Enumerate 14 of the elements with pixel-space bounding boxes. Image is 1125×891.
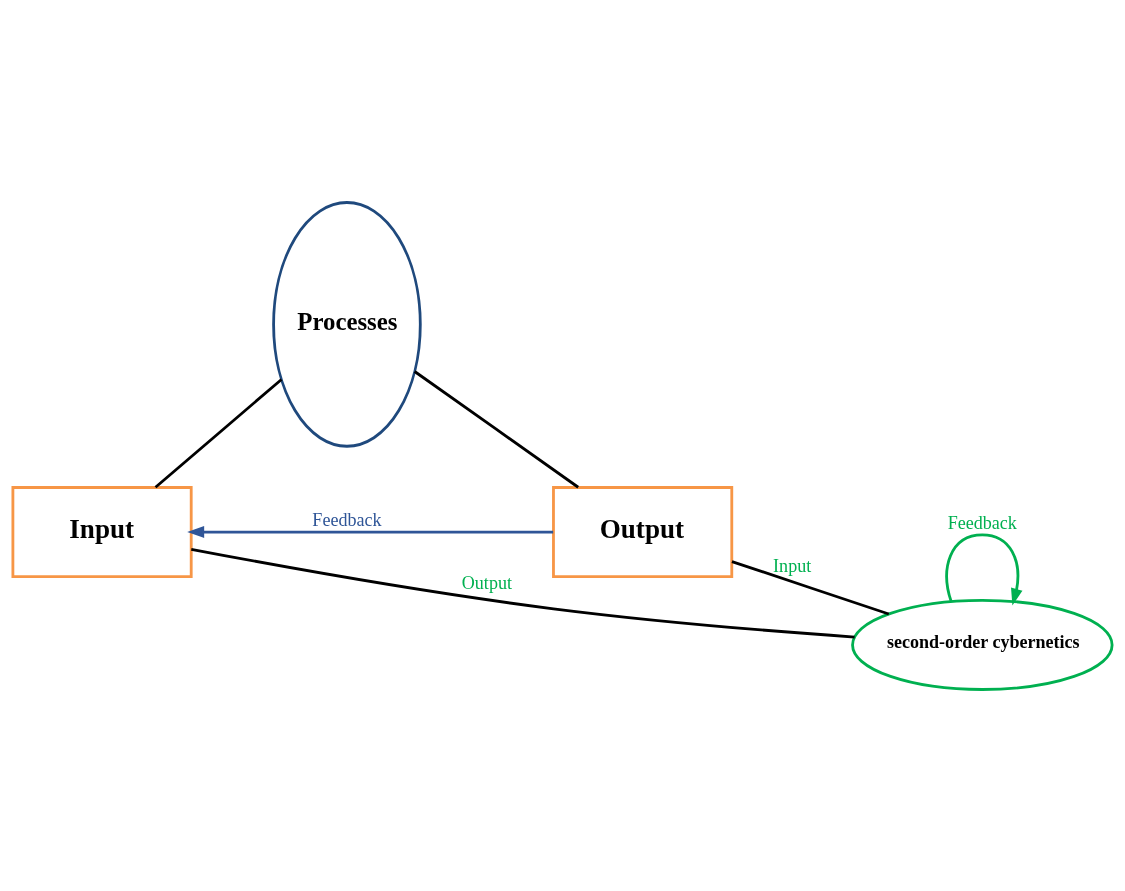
edge-label: Feedback — [312, 509, 382, 530]
node-box: Output — [552, 485, 734, 578]
connector — [413, 369, 579, 488]
edge-label: Input — [773, 555, 812, 576]
arrow — [187, 525, 554, 538]
edge-label: Feedback — [947, 512, 1017, 533]
node-box: Input — [11, 485, 193, 578]
edge-label: Output — [461, 572, 512, 593]
arrow — [945, 532, 1023, 606]
node-ellipse: Processes — [272, 200, 422, 448]
connector — [731, 559, 890, 615]
node-ellipse: second-order cybernetics — [851, 598, 1114, 691]
connector — [191, 547, 855, 638]
connector — [154, 377, 283, 488]
